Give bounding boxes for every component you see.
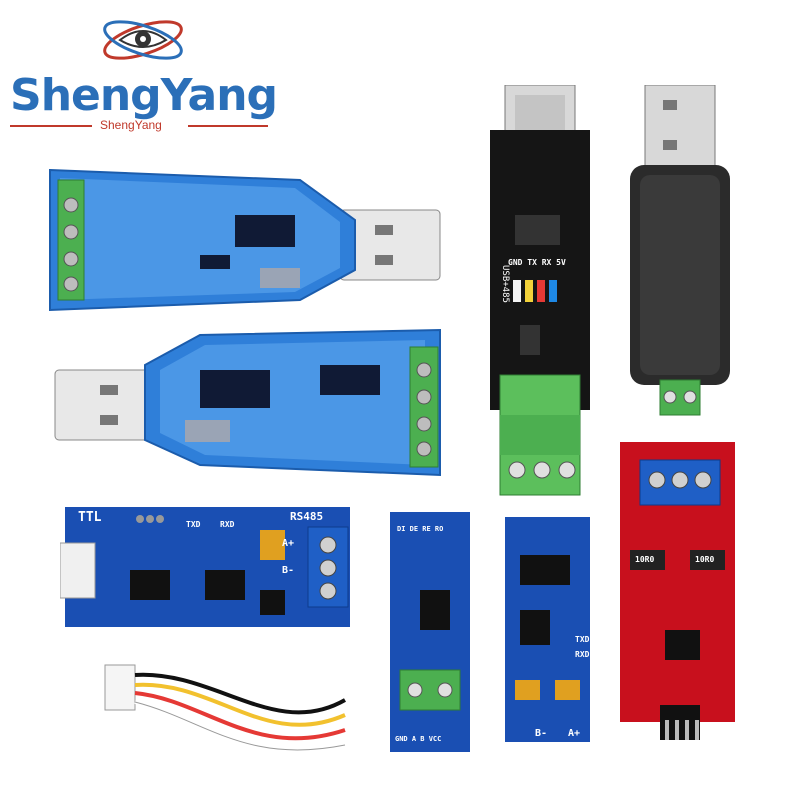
rxd-label-b: RXD	[575, 650, 590, 659]
di-de-re-ro-label: DI DE RE RO	[397, 525, 444, 533]
b-minus-label: B-	[282, 565, 295, 576]
red-10r0-label-a: 10R0	[635, 555, 655, 564]
red-rs485-module	[620, 442, 735, 740]
txd-label: TXD	[186, 520, 201, 529]
brand-name: ShengYang	[10, 70, 278, 121]
brand-logo: ShengYang ShengYang	[0, 0, 290, 140]
usb-485-rubber-dongle	[630, 85, 730, 416]
eye-logo-icon	[103, 20, 183, 60]
usb-rs485-adapter-bottom	[54, 328, 441, 477]
a-plus-label-b: A+	[568, 728, 581, 739]
jst-wire-harness	[104, 664, 346, 753]
rs485-label: RS485	[290, 510, 324, 523]
brand-rule-right	[188, 125, 268, 127]
usb485-label: USB+485	[500, 265, 510, 303]
ttl-label: TTL	[78, 510, 102, 525]
a-plus-label: A+	[282, 538, 295, 549]
brand-subname: ShengYang	[100, 118, 162, 132]
red-10r0-label-b: 10R0	[695, 555, 715, 564]
brand-rule-left	[10, 125, 92, 127]
rxd-label: RXD	[220, 520, 235, 529]
txd-label-b: TXD	[575, 635, 590, 644]
usb485-pins-label: GND TX RX 5V	[508, 258, 566, 267]
gnd-a-b-vcc-label: GND A B VCC	[395, 735, 442, 743]
ttl-rs485-module-b	[505, 517, 590, 742]
usb-485-black-board: USB+485	[490, 85, 590, 496]
b-minus-label-b: B-	[535, 728, 548, 739]
ttl-rs485-board	[60, 507, 350, 627]
usb-rs485-adapter-top	[49, 168, 441, 312]
max485-module-a	[390, 512, 470, 752]
